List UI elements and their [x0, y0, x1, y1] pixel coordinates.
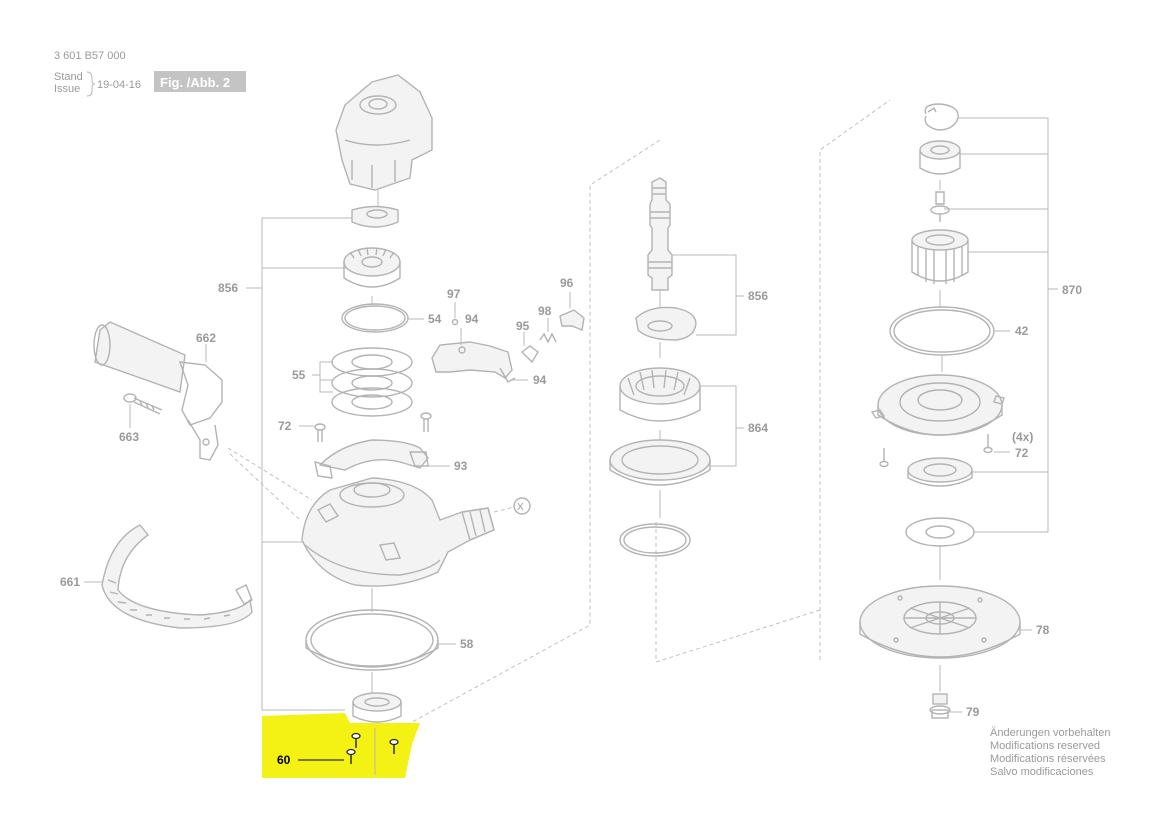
label-x: X: [517, 502, 524, 513]
part-55-plates: [331, 347, 413, 417]
label-93: 93: [454, 459, 468, 473]
part-661-band: [101, 524, 253, 629]
label-856-mid: 856: [748, 289, 768, 303]
bracket-864: [700, 385, 744, 467]
label-97: 97: [447, 287, 461, 301]
issue-date: 19-04-16: [97, 79, 141, 91]
label-60: 60: [277, 753, 291, 767]
label-95: 95: [516, 319, 530, 333]
bearing-top: [919, 140, 961, 175]
part-93-cover: [314, 439, 429, 479]
footer-notes: Änderungen vorbehalten Modifications res…: [990, 727, 1110, 778]
figure-badge: [154, 71, 246, 92]
label-78: 78: [1036, 623, 1050, 637]
label-55: 55: [292, 368, 306, 382]
part-94-lever: [431, 341, 516, 383]
spindle-shaft: [647, 177, 673, 291]
frame-link-661: [227, 447, 313, 501]
part-95-pawl: [520, 345, 539, 364]
label-72-right: 72: [1015, 446, 1029, 460]
part-54-ring: [341, 303, 409, 333]
header-block: 3 601 B57 000 Stand Issue 19-04-16 Fig. …: [54, 50, 246, 97]
note-en: Modifications reserved: [990, 740, 1100, 752]
note-de: Änderungen vorbehalten: [990, 727, 1110, 739]
label-663: 663: [119, 430, 139, 444]
bearing-bottom: [352, 692, 402, 723]
label-79: 79: [966, 705, 980, 719]
frame-link-661b: [229, 453, 301, 521]
dashed-frames: [227, 99, 891, 746]
spur-gear: [619, 367, 701, 422]
pinion-gear: [911, 229, 969, 284]
part-60-screws: [346, 732, 399, 764]
screw-center: [930, 191, 950, 222]
label-94-top: 94: [465, 312, 479, 326]
label-94-bottom: 94: [533, 373, 547, 387]
part-663-bolt: [123, 393, 163, 415]
circlip-ring: [619, 523, 691, 557]
frame-right-left: [819, 99, 891, 660]
guard-housing: [301, 477, 495, 587]
part-78-pad: [859, 585, 1021, 659]
detail-x-circle: [513, 497, 531, 515]
screw-72-left: [314, 423, 326, 442]
eccentric-cam: [635, 306, 697, 341]
part-42-ring: [889, 306, 995, 356]
flange-housing: [870, 374, 1005, 436]
label-662: 662: [196, 331, 216, 345]
part-96-button: [559, 309, 585, 331]
note-es: Salvo modificaciones: [990, 766, 1094, 778]
note-fr: Modifications réservées: [990, 753, 1106, 765]
label-98: 98: [538, 304, 552, 318]
part-97-pin: [451, 318, 459, 326]
highlight-area: [262, 713, 420, 778]
frame-middle-bottom: [655, 520, 821, 663]
label-870: 870: [1062, 283, 1082, 297]
part-79-bolt: [929, 693, 951, 719]
stand-label: Stand: [54, 71, 83, 83]
brace-icon: [86, 71, 96, 97]
label-54: 54: [428, 312, 442, 326]
figure-label: Fig. /Abb. 2: [160, 75, 230, 90]
washer: [905, 517, 975, 547]
part-98-spring: [539, 332, 557, 344]
issue-label: Issue: [54, 83, 80, 95]
clutch-piece: [351, 205, 399, 228]
screw-72-right-b: [983, 434, 993, 454]
label-4x: (4x): [1012, 430, 1033, 444]
seal-ring: [609, 439, 711, 486]
screw-72-right-a: [879, 448, 889, 468]
label-661: 661: [60, 575, 80, 589]
gear-housing: [335, 74, 433, 210]
part-number: 3 601 B57 000: [54, 50, 126, 62]
spacer-ring: [907, 457, 973, 487]
circlip-top: [924, 103, 959, 131]
part-662-handle: [93, 321, 223, 461]
bracket-856-left: [246, 217, 370, 711]
screw-72-mid: [420, 412, 432, 432]
part-58-ring: [305, 609, 439, 671]
label-864: 864: [748, 421, 768, 435]
bevel-gear: [343, 247, 401, 288]
label-42: 42: [1015, 324, 1029, 338]
label-58: 58: [460, 637, 474, 651]
label-856-left: 856: [218, 281, 238, 295]
label-96: 96: [560, 276, 574, 290]
label-72-left: 72: [278, 419, 292, 433]
bracket-856-mid: [672, 254, 744, 336]
bracket-870: [944, 117, 1058, 533]
